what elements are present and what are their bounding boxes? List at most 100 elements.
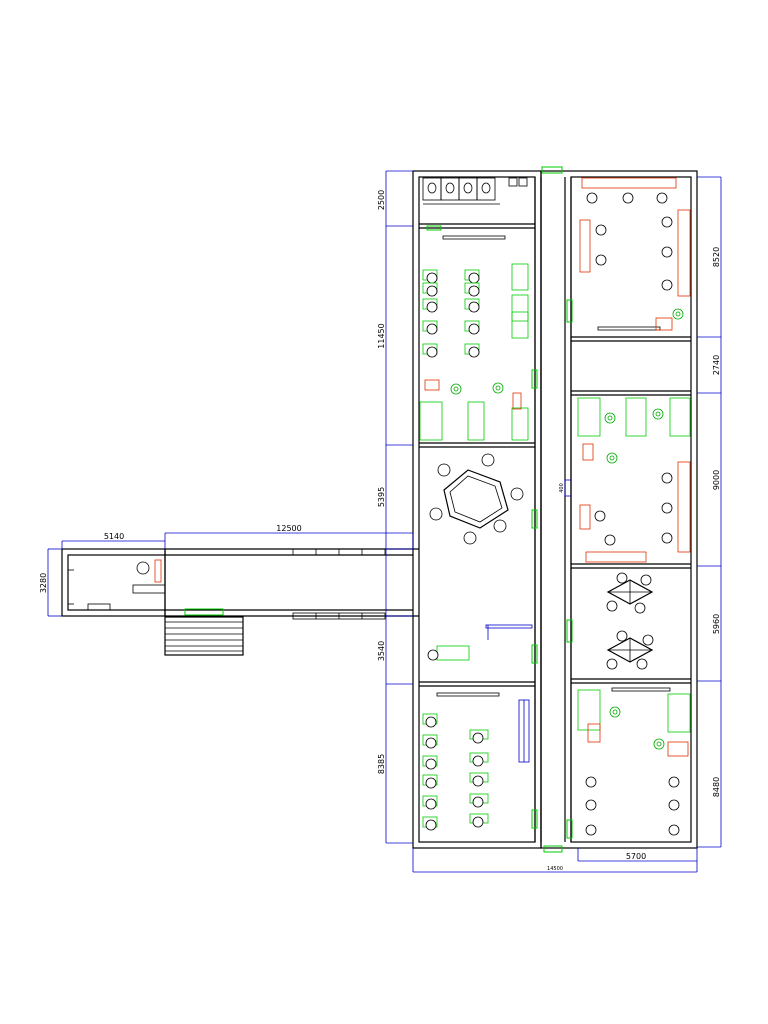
- dim-5140: 5140: [104, 532, 124, 541]
- chair: [468, 272, 480, 284]
- manager-desk: [579, 219, 591, 273]
- chair: [661, 279, 673, 291]
- workstation-desk: [467, 401, 485, 441]
- chair: [661, 532, 673, 544]
- chair: [661, 472, 673, 484]
- manager-desk: [512, 392, 522, 410]
- dim-9000: 9000: [712, 470, 721, 490]
- chair: [661, 246, 673, 258]
- plant-icon: [453, 386, 459, 392]
- workstation-desk: [667, 693, 691, 733]
- workstation-desk: [511, 294, 529, 322]
- chair: [425, 819, 437, 831]
- manager-desk: [582, 443, 594, 461]
- corridor-benches: [292, 548, 386, 620]
- wall-counters: [436, 235, 671, 697]
- manager-desk: [585, 551, 647, 563]
- chair: [425, 777, 437, 789]
- dim-5395: 5395: [377, 487, 386, 507]
- chair: [426, 346, 438, 358]
- chair: [585, 776, 597, 788]
- staircase: [164, 616, 244, 656]
- dim-12500: 12500: [276, 524, 301, 533]
- dim-11450: 11450: [377, 323, 386, 348]
- workstation-desk: [511, 263, 529, 291]
- chair: [468, 301, 480, 313]
- dim-8480: 8480: [712, 777, 721, 797]
- doors: [184, 166, 573, 853]
- workstation-desk: [625, 397, 647, 437]
- workstation-desk: [669, 397, 691, 437]
- chair: [585, 824, 597, 836]
- workstation-desk: [511, 311, 529, 339]
- plant-icon: [492, 382, 504, 394]
- manager-desk: [667, 741, 689, 757]
- chair: [425, 737, 437, 749]
- plant-icon: [653, 738, 665, 750]
- dim-8385: 8385: [377, 754, 386, 774]
- chair: [425, 758, 437, 770]
- chair: [668, 824, 680, 836]
- furniture-layer: [419, 177, 691, 836]
- dim-8520: 8520: [712, 247, 721, 267]
- chair: [426, 323, 438, 335]
- storage-cabinet: [518, 699, 530, 763]
- plant-icon: [652, 408, 664, 420]
- workstation-desk: [577, 397, 601, 437]
- chair: [604, 534, 616, 546]
- dim-3280: 3280: [39, 573, 48, 593]
- conference-table: [429, 453, 524, 545]
- workstation-desk: [419, 401, 443, 441]
- chair: [668, 776, 680, 788]
- plant-icon: [607, 415, 613, 421]
- dim-2500: 2500: [377, 190, 386, 210]
- plant-icon: [655, 411, 661, 417]
- chair: [472, 796, 484, 808]
- plant-icon: [609, 455, 615, 461]
- chair: [472, 775, 484, 787]
- chair: [595, 254, 607, 266]
- workstation-desk: [511, 407, 529, 441]
- chair: [586, 192, 598, 204]
- chair: [425, 716, 437, 728]
- chair: [472, 732, 484, 744]
- dimension-labels: 2500 11450 5395 3540 8385 3280 5140 1250…: [39, 190, 721, 872]
- manager-desk: [655, 317, 673, 331]
- chair: [425, 798, 437, 810]
- plant-icon: [606, 452, 618, 464]
- building-walls: [61, 170, 698, 849]
- chair: [426, 301, 438, 313]
- plant-icon: [609, 706, 621, 718]
- chair: [622, 192, 634, 204]
- dim-5960: 5960: [712, 614, 721, 634]
- dim-14500: 14500: [547, 866, 563, 872]
- plant-icon: [612, 709, 618, 715]
- dim-2740: 2740: [712, 355, 721, 375]
- chair: [595, 224, 607, 236]
- chair: [472, 816, 484, 828]
- chair: [472, 755, 484, 767]
- restroom-fixtures: [422, 177, 528, 205]
- chair: [468, 346, 480, 358]
- dimension-lines: [47, 170, 722, 873]
- plant-icon: [672, 308, 684, 320]
- dim-5700: 5700: [626, 852, 646, 861]
- plant-icon: [656, 741, 662, 747]
- west-office-desk: [136, 559, 162, 583]
- manager-desk: [581, 177, 677, 189]
- manager-desk: [424, 379, 440, 391]
- manager-desk: [677, 461, 691, 553]
- workstation-desk: [577, 689, 601, 731]
- chair: [468, 323, 480, 335]
- dim-3540: 3540: [377, 641, 386, 661]
- chair: [661, 216, 673, 228]
- chair: [668, 799, 680, 811]
- chair: [661, 502, 673, 514]
- pod-workstations: [606, 572, 654, 670]
- plant-icon: [450, 383, 462, 395]
- chair: [594, 510, 606, 522]
- chair: [656, 192, 668, 204]
- dim-small: 400: [559, 483, 565, 493]
- chair: [426, 272, 438, 284]
